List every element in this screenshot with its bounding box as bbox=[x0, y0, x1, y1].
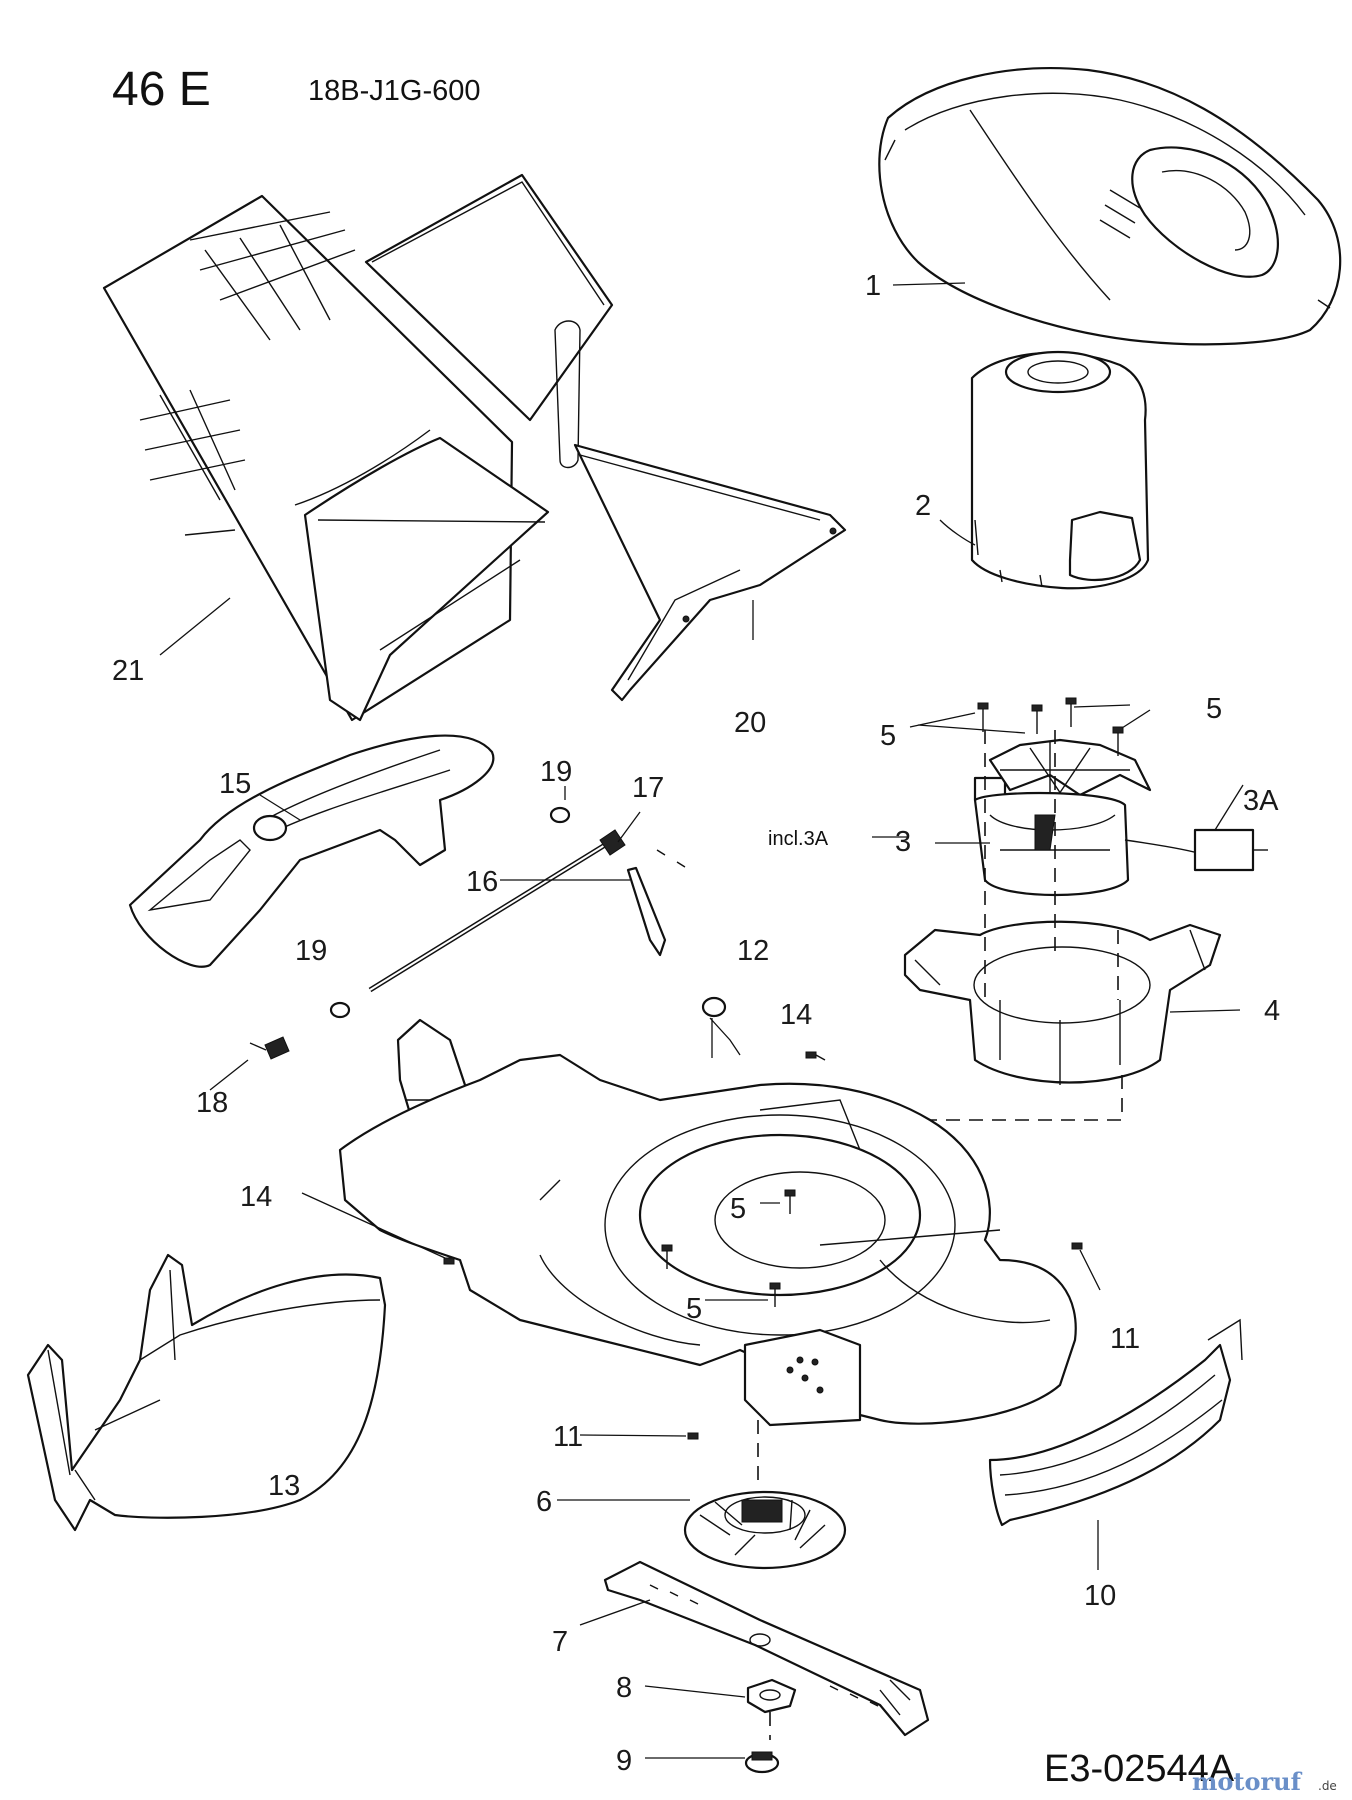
callout-16: 16 bbox=[466, 866, 498, 898]
callout-6: 6 bbox=[536, 1486, 552, 1518]
mower-deck bbox=[338, 1053, 1077, 1427]
part-18-spring bbox=[264, 1036, 290, 1060]
callout-13: 13 bbox=[268, 1470, 300, 1502]
callout-4: 4 bbox=[1264, 995, 1280, 1027]
callout-17: 17 bbox=[632, 772, 664, 804]
part-4-motor-mount bbox=[903, 920, 1222, 1085]
part-11-screw-right bbox=[1071, 1242, 1083, 1250]
part-15-rear-flap bbox=[128, 734, 495, 968]
callout-3a: 3A bbox=[1243, 785, 1279, 817]
watermark-text: motoruf bbox=[1192, 1767, 1303, 1796]
model-title: 46 E bbox=[112, 63, 211, 116]
callout-19-bottom: 19 bbox=[295, 935, 327, 967]
watermark-logo: motoruf .de bbox=[1192, 1767, 1337, 1796]
part-20-bag-frame bbox=[303, 173, 847, 722]
note-incl-3a: incl.3A bbox=[768, 828, 829, 850]
alignment-line-motor bbox=[860, 730, 1123, 1121]
callout-15: 15 bbox=[219, 768, 251, 800]
part-1-motor-hood bbox=[878, 67, 1342, 346]
part-10-front-mulch-rail bbox=[988, 1318, 1243, 1527]
screw-deck-center bbox=[784, 1189, 796, 1197]
callout-11-right: 11 bbox=[1110, 1323, 1140, 1355]
callout-10: 10 bbox=[1084, 1580, 1116, 1612]
callout-12: 12 bbox=[737, 935, 769, 967]
callout-5-left: 5 bbox=[880, 720, 896, 752]
callout-2: 2 bbox=[915, 490, 931, 522]
drawing-code: E3-02544A bbox=[1044, 1748, 1235, 1790]
watermark-suffix: .de bbox=[1318, 1779, 1337, 1793]
part-14-screw-deck bbox=[443, 1257, 455, 1265]
screw-deck-front bbox=[769, 1282, 781, 1290]
callout-18: 18 bbox=[196, 1087, 228, 1119]
part-19-washer-top bbox=[549, 806, 571, 824]
callout-20: 20 bbox=[734, 707, 766, 739]
part-2-motor-cover bbox=[970, 350, 1150, 590]
part-12-plug bbox=[701, 996, 727, 1018]
callout-5-right: 5 bbox=[1206, 693, 1222, 725]
part-7-cutting-blade bbox=[603, 1560, 930, 1737]
part-17-spring bbox=[599, 829, 626, 856]
callout-14-top: 14 bbox=[780, 999, 812, 1031]
callout-5-center: 5 bbox=[730, 1193, 746, 1225]
leader-lines bbox=[159, 282, 1244, 1759]
callout-5-front: 5 bbox=[686, 1293, 702, 1325]
callout-7: 7 bbox=[552, 1626, 568, 1658]
part-16-rear-axle bbox=[329, 806, 686, 1019]
callout-1: 1 bbox=[865, 270, 881, 302]
part-19-washer-bottom bbox=[329, 1001, 351, 1019]
part-14-screw-top bbox=[805, 1051, 817, 1059]
callout-8: 8 bbox=[616, 1672, 632, 1704]
callout-9: 9 bbox=[616, 1745, 632, 1777]
part-8-blade-adapter bbox=[746, 1678, 797, 1714]
part-11-screw-bottom bbox=[687, 1432, 699, 1440]
part-number: 18B-J1G-600 bbox=[308, 75, 481, 107]
screw-set-motor bbox=[977, 697, 1124, 756]
screw-deck-left bbox=[661, 1244, 673, 1252]
callout-11-bottom: 11 bbox=[553, 1421, 583, 1453]
callout-3: 3 bbox=[895, 826, 911, 858]
callout-19-top: 19 bbox=[540, 756, 572, 788]
part-13-side-discharge-chute bbox=[26, 1253, 387, 1532]
callout-14-left: 14 bbox=[240, 1181, 272, 1213]
callout-21: 21 bbox=[112, 655, 144, 687]
callout-labels: 1 2 5 5 incl.3A 3 3A 4 5 5 11 11 6 7 8 9… bbox=[112, 270, 1280, 1777]
part-6-cooling-fan bbox=[683, 1490, 847, 1570]
part-3-motor bbox=[973, 738, 1268, 897]
